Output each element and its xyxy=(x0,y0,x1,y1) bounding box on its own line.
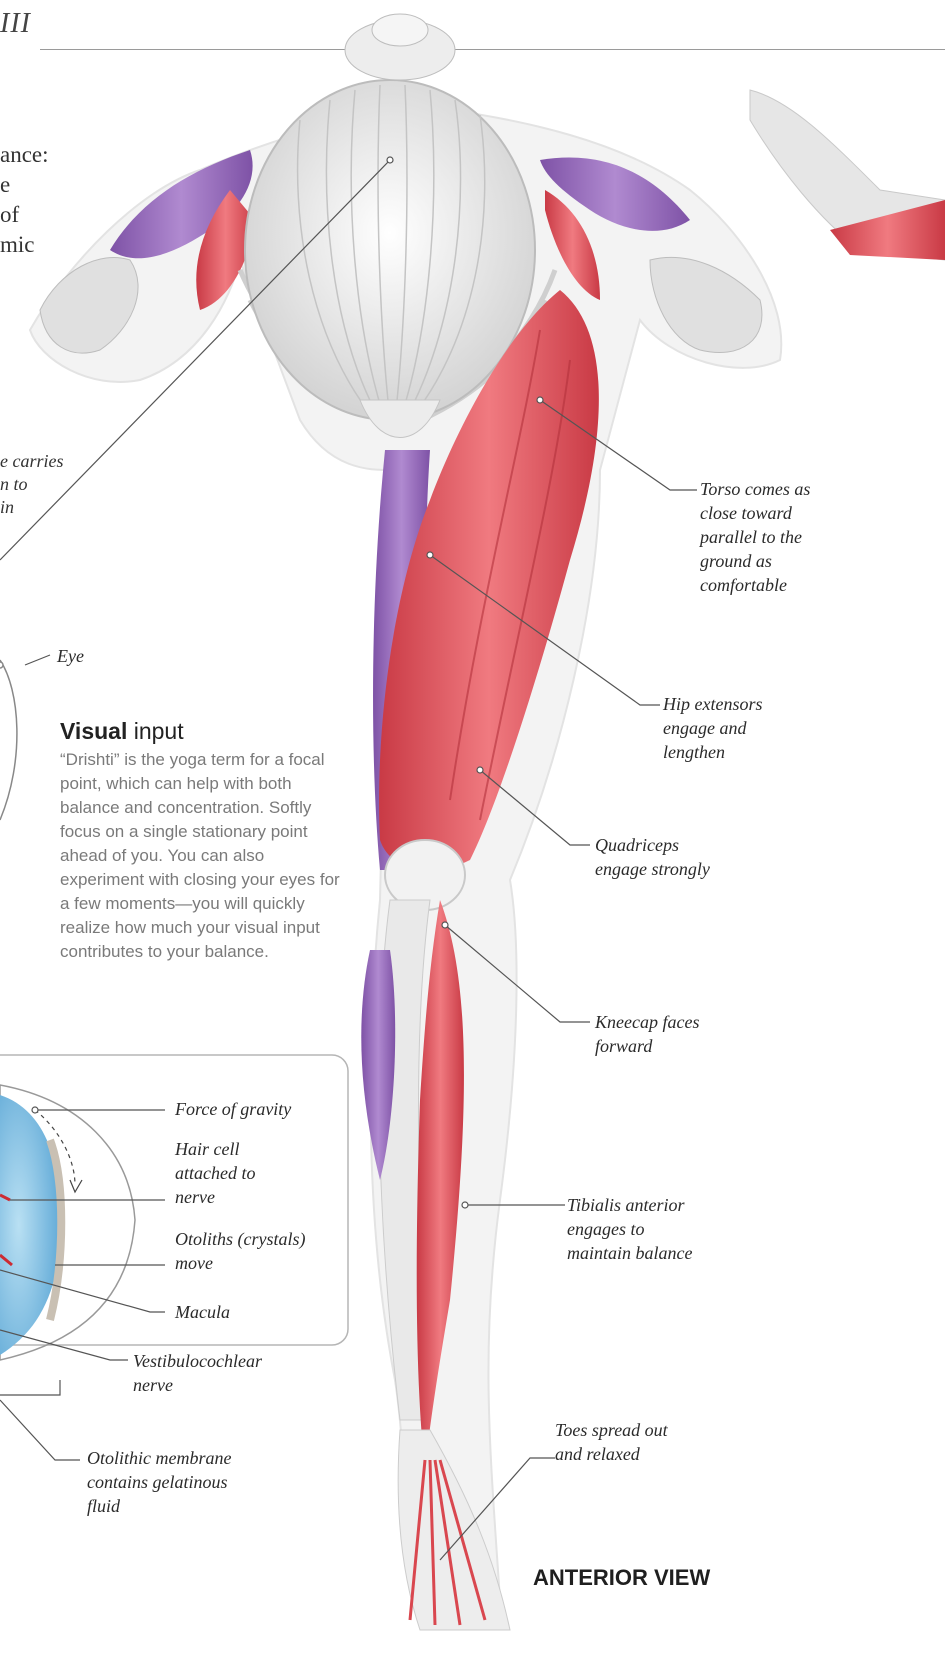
label-kneecap: Kneecap faces forward xyxy=(595,1010,699,1058)
visual-input-body: “Drishti” is the yoga term for a focal p… xyxy=(60,748,350,964)
visual-input-heading-bold: Visual xyxy=(60,718,127,744)
label-vestibulocochlear-nerve: Vestibulocochlear nerve xyxy=(133,1349,262,1397)
label-quadriceps: Quadriceps engage strongly xyxy=(595,833,710,881)
label-hip-extensors: Hip extensors engage and lengthen xyxy=(663,692,762,764)
label-hair-cell: Hair cell attached to nerve xyxy=(175,1137,255,1209)
view-label: ANTERIOR VIEW xyxy=(533,1565,710,1591)
visual-input-heading: Visual input xyxy=(60,718,184,745)
label-eye: Eye xyxy=(57,644,84,668)
label-force-of-gravity: Force of gravity xyxy=(175,1097,291,1121)
label-toes: Toes spread out and relaxed xyxy=(555,1418,668,1466)
label-macula: Macula xyxy=(175,1300,230,1324)
label-otoliths: Otoliths (crystals) move xyxy=(175,1227,306,1275)
label-tibialis-anterior: Tibialis anterior engages to maintain ba… xyxy=(567,1193,692,1265)
eye-diagram xyxy=(0,660,17,820)
label-otolithic-membrane: Otolithic membrane contains gelatinous f… xyxy=(87,1446,231,1518)
label-torso: Torso comes as close toward parallel to … xyxy=(700,477,810,597)
visual-input-heading-rest: input xyxy=(127,718,183,744)
